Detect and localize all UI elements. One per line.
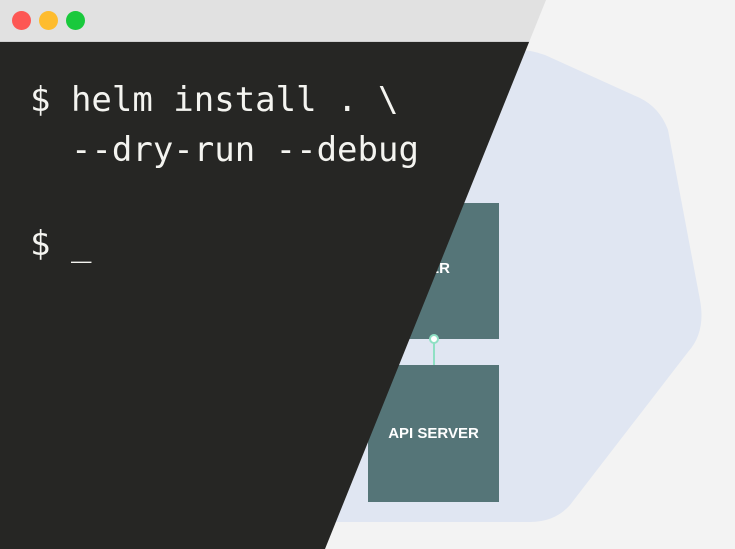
api-server-box: API SERVER bbox=[368, 365, 499, 502]
api-server-label: API SERVER bbox=[388, 425, 479, 442]
maximize-button[interactable] bbox=[66, 11, 85, 30]
title-bar[interactable] bbox=[0, 0, 546, 42]
terminal-prompt-line: $ _ bbox=[30, 224, 92, 264]
terminal-command-line-1: $ helm install . \ bbox=[30, 80, 399, 120]
minimize-button[interactable] bbox=[39, 11, 58, 30]
terminal-command-line-2: --dry-run --debug bbox=[30, 130, 419, 170]
close-button[interactable] bbox=[12, 11, 31, 30]
